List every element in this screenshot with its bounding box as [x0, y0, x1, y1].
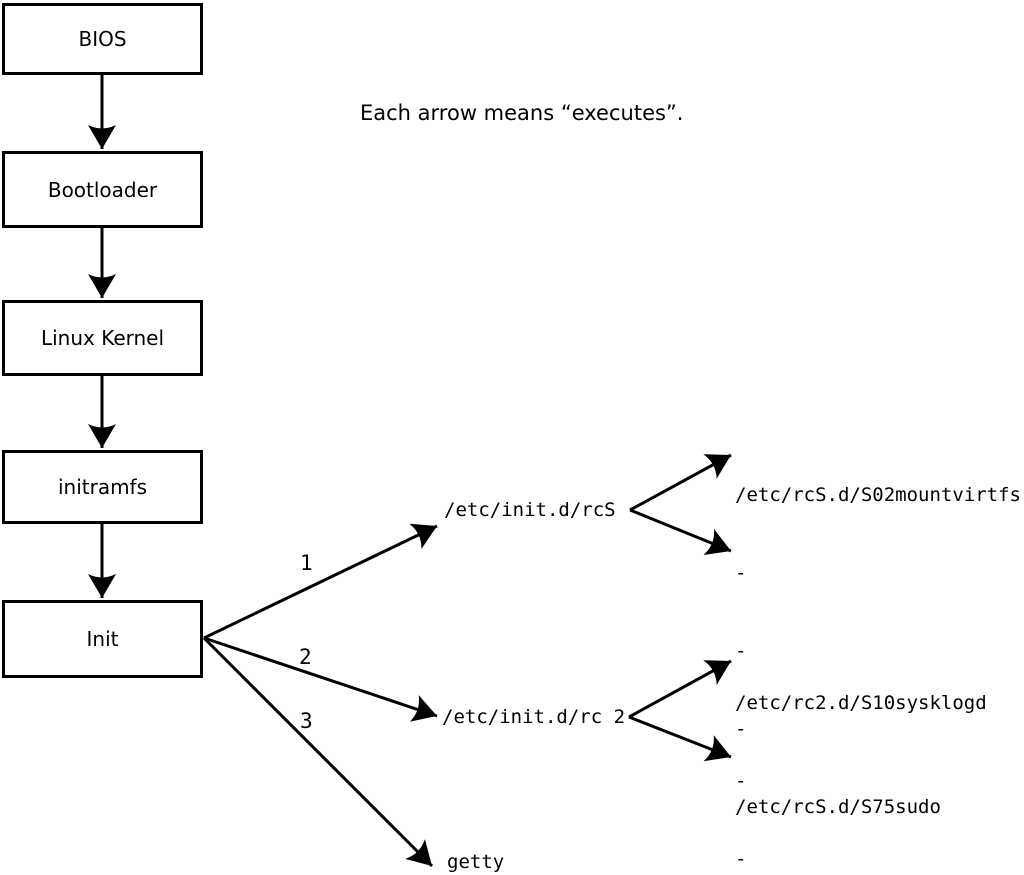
arrow-order-label-2: 2 [299, 645, 312, 669]
node-init: Init [2, 600, 203, 678]
node-label: Init [86, 627, 119, 651]
arrow-rc2-to-last-script [628, 715, 732, 762]
arrow-init-to-rcS [203, 523, 438, 640]
rcS-script-list: /etc/rcS.d/S02mountvirtfs - - - /etc/rcS… [735, 430, 1021, 872]
node-label: Bootloader [47, 177, 158, 202]
arrow-rcS-to-first-script [629, 453, 732, 512]
script-entry-ellipsis: - [735, 718, 747, 740]
arrow-init-to-getty [202, 636, 434, 868]
arrow-order-label-1: 1 [300, 551, 313, 575]
legend-note: Each arrow means “executes”. [360, 101, 684, 125]
node-label: BIOS [78, 27, 127, 51]
arrow-order-label-3: 3 [300, 709, 313, 733]
node-linux-kernel: Linux Kernel [2, 300, 203, 376]
node-bootloader: Bootloader [2, 151, 203, 228]
script-entry-ellipsis: - [735, 640, 747, 662]
node-bios: BIOS [2, 3, 203, 75]
target-getty: getty [447, 851, 505, 873]
script-entry-ellipsis: - [735, 848, 747, 870]
script-entry: /etc/rc2.d/S10sysklogd [735, 692, 987, 714]
node-label: Linux Kernel [40, 326, 165, 350]
script-entry-ellipsis: - [735, 770, 747, 792]
target-rc2: /etc/init.d/rc 2 [442, 706, 626, 728]
rc2-script-list: /etc/rc2.d/S10sysklogd - - - /etc/rc2.d/… [735, 638, 987, 875]
script-entry: /etc/rcS.d/S02mountvirtfs [735, 484, 1021, 506]
target-rcS: /etc/init.d/rcS [444, 499, 616, 521]
node-initramfs: initramfs [2, 450, 203, 524]
arrow-init-to-rc2 [203, 636, 438, 722]
script-entry-ellipsis: - [735, 562, 747, 584]
arrow-rcS-to-last-script [629, 508, 732, 555]
arrow-rc2-to-first-script [628, 659, 732, 719]
script-entry: /etc/rcS.d/S75sudo [735, 796, 941, 818]
node-label: initramfs [57, 475, 148, 499]
